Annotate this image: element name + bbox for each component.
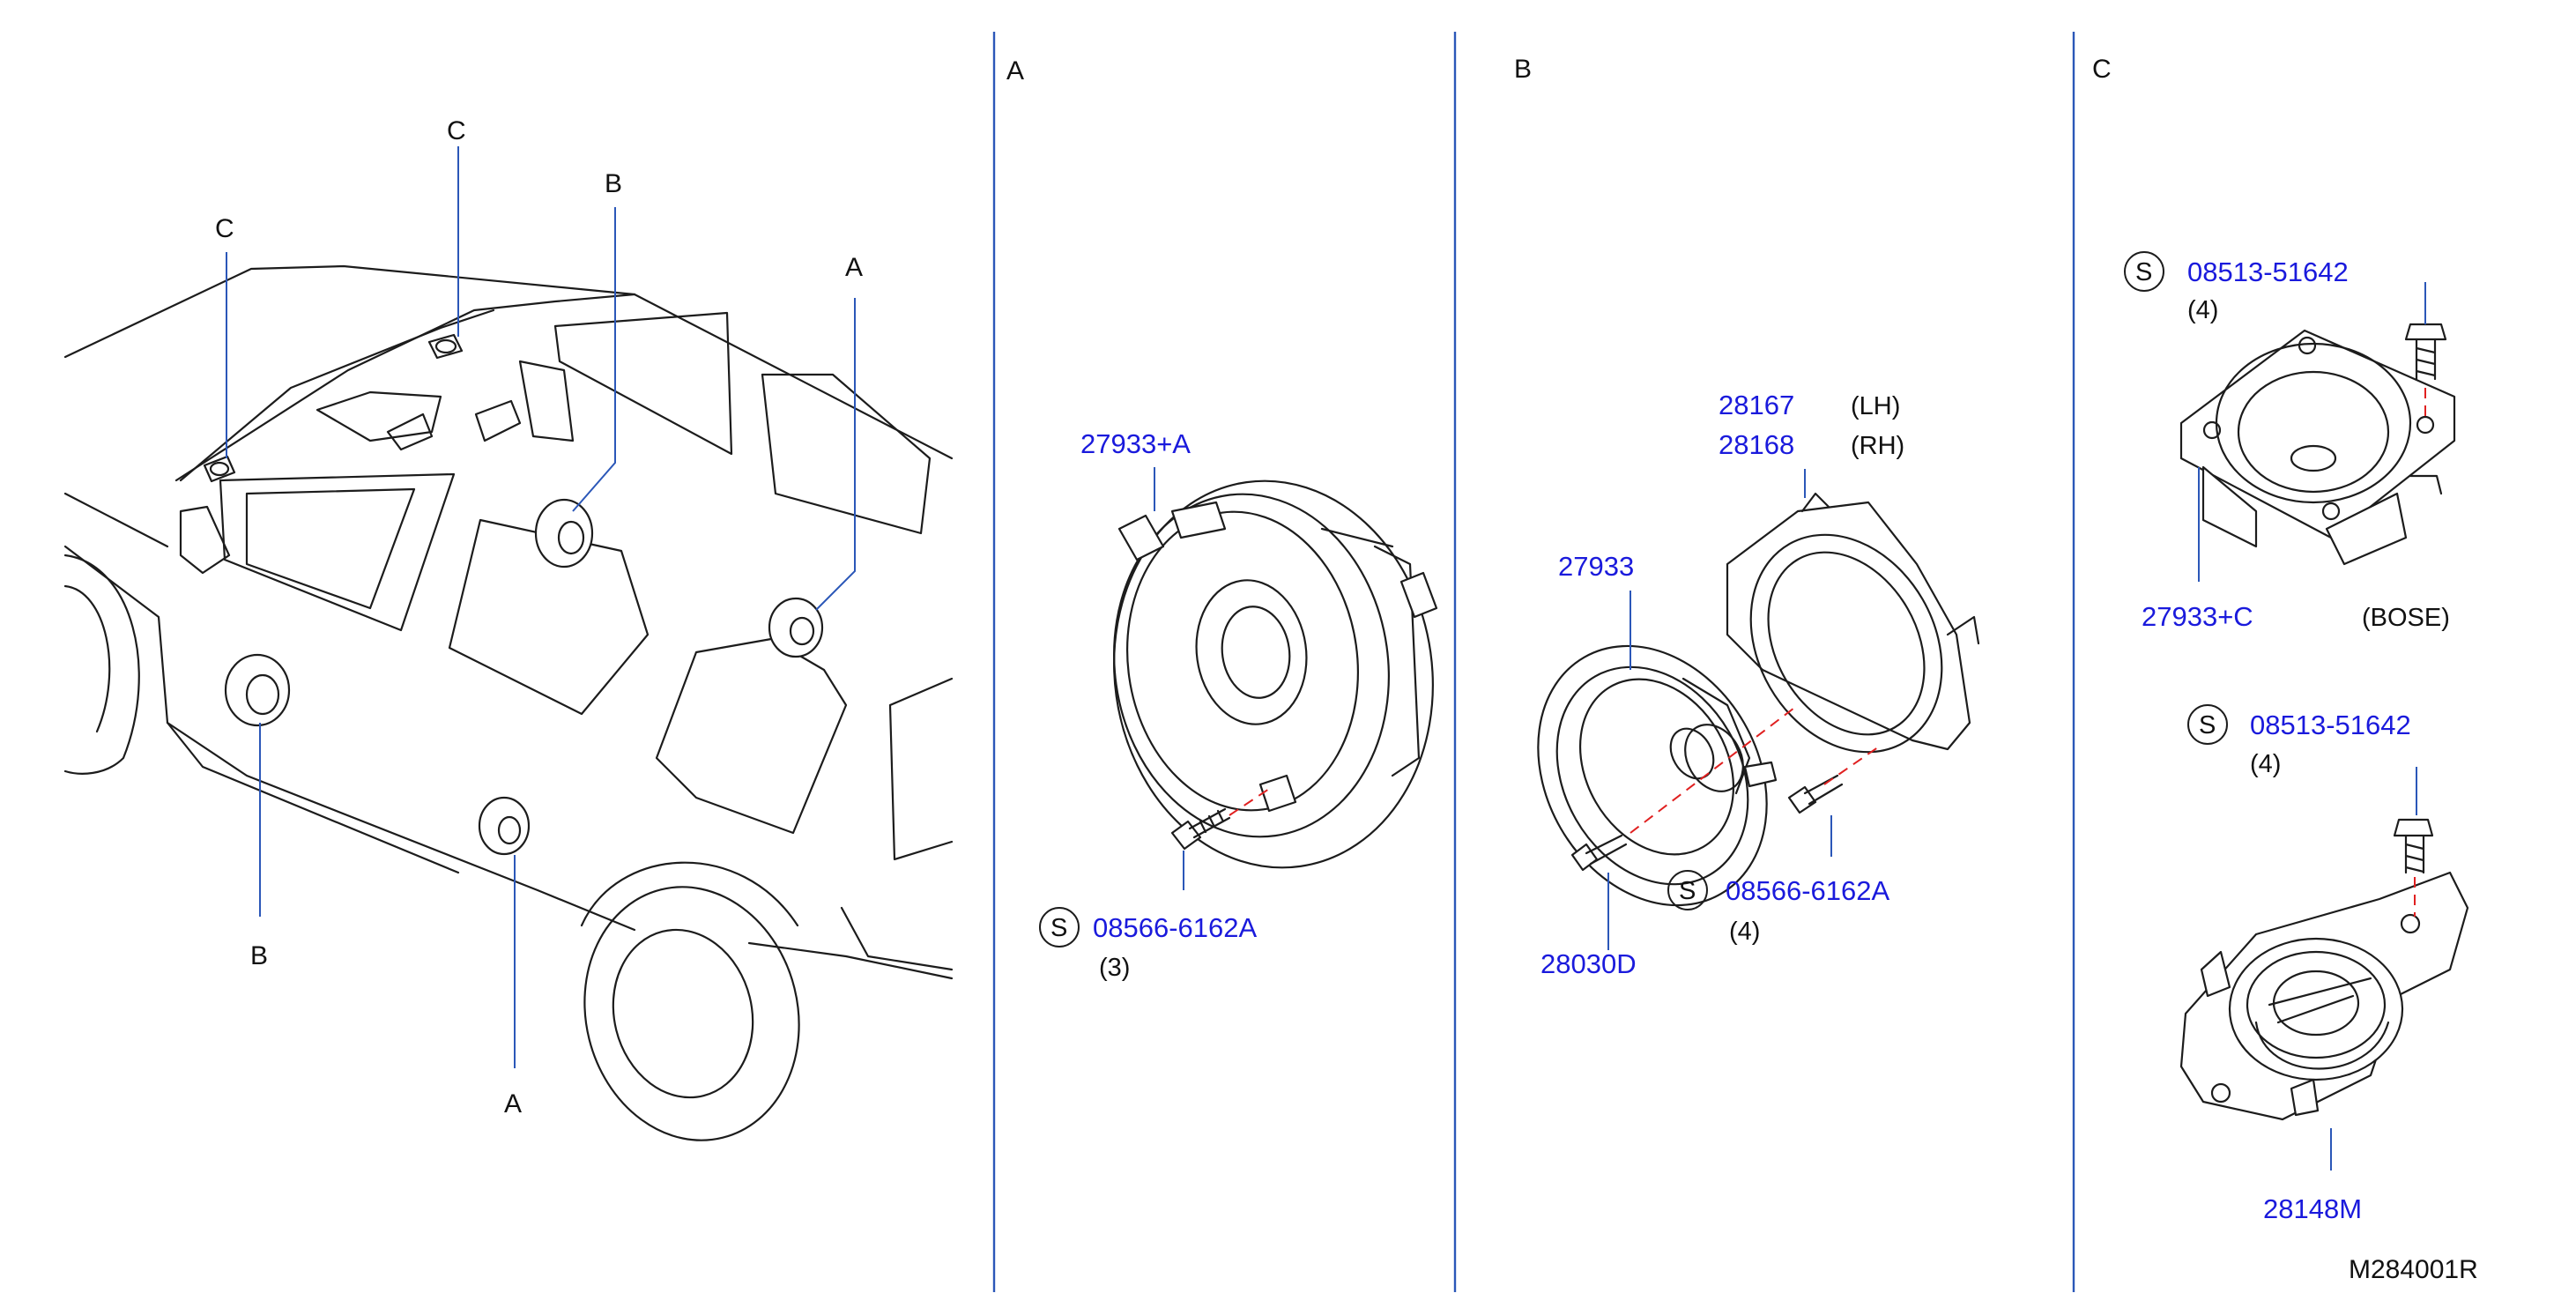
panel-c-top-s-letter: S (2135, 258, 2152, 286)
diagram-code: M284001R (2349, 1255, 2478, 1284)
panel-b-screw-quantity: (4) (1729, 918, 1760, 946)
panel-b-bracket-rh-side: (RH) (1851, 432, 1904, 460)
quarter-speaker (768, 597, 824, 658)
panel-b-bracket-rh-part-number: 28168 (1719, 429, 1794, 460)
section-label-b: B (1514, 55, 1532, 84)
panel-c-bottom-screw-part-number: 08513-51642 (2250, 710, 2411, 740)
panel-b-s-symbol (1667, 870, 1708, 910)
vehicle-cutaway-illustration (63, 264, 954, 1141)
car-callout-a-door: A (504, 1089, 522, 1118)
panel-b-s-letter: S (1679, 877, 1696, 905)
panel-b-bracket (1726, 492, 1980, 754)
panel-a-screw-quantity: (3) (1099, 954, 1130, 982)
panel-a-screw (1170, 807, 1231, 851)
panel-b-clip-part-number: 28030D (1540, 948, 1637, 979)
panel-c-tweeter (2179, 329, 2456, 566)
panel-c-bottom-screw-quantity: (4) (2250, 750, 2281, 778)
panel-a-s-symbol (1039, 907, 1080, 948)
car-callout-a-quarter: A (845, 253, 863, 282)
panel-c-tweeter-part-number: 27933+C (2142, 601, 2253, 632)
panel-a-speaker (1113, 479, 1438, 869)
panel-c-top-screw-part-number: 08513-51642 (2187, 256, 2349, 287)
car-callout-b-pillar: B (605, 169, 622, 198)
panel-a-s-letter: S (1050, 914, 1067, 942)
car-callout-c-left: C (215, 214, 234, 243)
front-door-speaker (224, 653, 291, 727)
panel-a-screw-part-number: 08566-6162A (1093, 912, 1257, 943)
panel-c-tweeter-note: (BOSE) (2362, 604, 2450, 632)
panel-c-top-s-symbol (2124, 251, 2164, 292)
car-callout-b-door: B (250, 941, 268, 970)
panel-c-top-screw-quantity: (4) (2187, 296, 2218, 324)
panel-c-bottom-screw (2393, 818, 2434, 874)
panel-c-bottom-s-letter: S (2199, 711, 2216, 739)
panel-b-speaker (1537, 644, 1778, 907)
dash-tweeter-left (203, 455, 236, 483)
panel-b-screw-part-number: 08566-6162A (1726, 875, 1889, 906)
panel-b-screw (1787, 774, 1844, 814)
section-label-c: C (2092, 55, 2112, 84)
panel-c-bracket-part-number: 28148M (2263, 1193, 2362, 1224)
section-label-a: A (1006, 56, 1024, 85)
panel-c-top-screw (2404, 323, 2447, 381)
dash-tweeter-center (427, 333, 464, 360)
rear-door-speaker (478, 796, 531, 856)
panel-c-bracket (2179, 871, 2469, 1121)
panel-b-speaker-part-number: 27933 (1558, 551, 1634, 582)
panel-b-bracket-lh-side: (LH) (1851, 392, 1900, 420)
car-callout-c-center: C (447, 116, 466, 145)
pillar-speaker (534, 498, 594, 569)
panel-a-speaker-part-number: 27933+A (1080, 428, 1191, 459)
panel-b-clip (1570, 834, 1628, 872)
panel-b-bracket-lh-part-number: 28167 (1719, 390, 1794, 420)
panel-c-bottom-s-symbol (2187, 704, 2228, 745)
